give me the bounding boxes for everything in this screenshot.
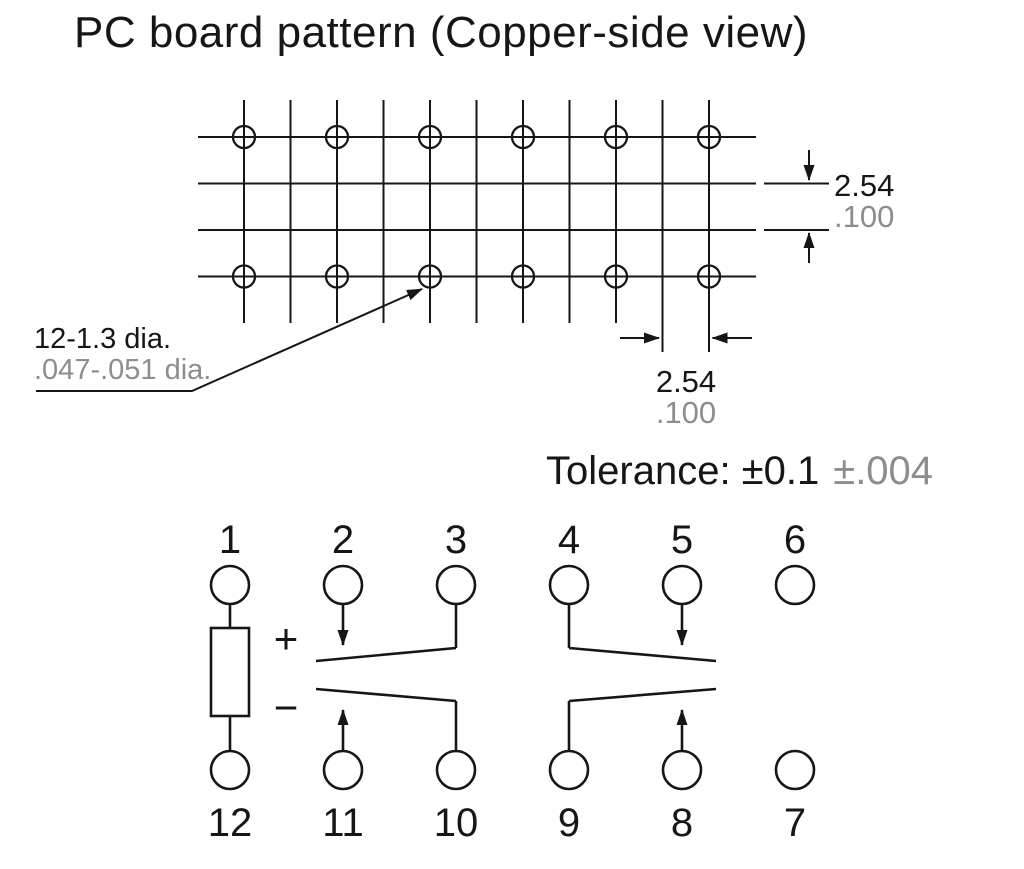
- pin-5: 5: [661, 518, 703, 606]
- pin-2: 2: [322, 518, 364, 606]
- pin-8: 8: [661, 749, 703, 845]
- pin-6-pad: [774, 564, 816, 606]
- pin-2-number: 2: [332, 518, 354, 562]
- col-pitch-mm: 2.54: [656, 364, 716, 399]
- pin-2-pad: [322, 564, 364, 606]
- contact-group-left: [315, 604, 458, 751]
- pin-11-number: 11: [322, 801, 364, 845]
- pin-6: 6: [774, 518, 816, 606]
- pin-6-number: 6: [784, 518, 806, 562]
- pin-7-pad: [774, 749, 816, 791]
- pin-8-number: 8: [671, 801, 693, 845]
- pin-12-pad: [209, 749, 251, 791]
- pin-11-pad: [322, 749, 364, 791]
- pin-4: 4: [548, 518, 590, 606]
- pad-hole: [231, 264, 257, 289]
- pin-8-pad: [661, 749, 703, 791]
- pin-4-pad: [548, 564, 590, 606]
- pin-7: 7: [774, 749, 816, 845]
- col-pitch-dimension: 2.54 .100: [620, 332, 752, 430]
- coil-symbol: [209, 626, 251, 718]
- fixed-contact-bar: [568, 687, 717, 703]
- row-pitch-inch: .100: [834, 199, 894, 234]
- pin-3: 3: [435, 518, 477, 606]
- pin-9-pad: [548, 749, 590, 791]
- fixed-contact-bar: [315, 687, 457, 703]
- pin-3-pad: [435, 564, 477, 606]
- tolerance-inch: ±.004: [833, 449, 933, 493]
- page-title: PC board pattern (Copper-side view): [74, 8, 809, 57]
- pad-hole: [417, 124, 443, 150]
- pad-hole: [324, 264, 350, 289]
- relay-schematic: + − 1: [208, 518, 816, 845]
- pin-9: 9: [548, 749, 590, 845]
- fixed-contact-bar: [568, 646, 717, 663]
- pin-1-number: 1: [219, 518, 241, 562]
- hole-callout-mm: 12-1.3 dia.: [34, 323, 171, 355]
- pin-10: 10: [434, 749, 479, 845]
- pad-hole: [696, 264, 722, 289]
- pin-1-pad: [209, 564, 251, 606]
- contact-group-right: [567, 604, 717, 751]
- grid-horizontal-lines: [198, 136, 756, 278]
- pin-4-number: 4: [558, 518, 580, 562]
- pin-5-number: 5: [671, 518, 693, 562]
- pad-holes: [231, 124, 722, 289]
- fixed-contact-bar: [315, 646, 457, 663]
- coil-plus-label: +: [274, 615, 299, 662]
- pad-hole: [510, 124, 536, 150]
- pin-12: 12: [208, 749, 253, 845]
- hole-callout-inch: .047-.051 dia.: [34, 354, 211, 386]
- pin-5-pad: [661, 564, 703, 606]
- pin-10-number: 10: [434, 801, 479, 845]
- tolerance-note: Tolerance: ±0.1 ±.004: [546, 449, 933, 493]
- pad-hole: [324, 124, 350, 150]
- pad-hole: [231, 124, 257, 150]
- pin-12-number: 12: [208, 801, 253, 845]
- tolerance-mm: Tolerance: ±0.1: [546, 449, 819, 493]
- pin-9-number: 9: [558, 801, 580, 845]
- coil: + −: [209, 604, 299, 751]
- pin-7-number: 7: [784, 801, 806, 845]
- pin-3-number: 3: [445, 518, 467, 562]
- leader-line: [36, 288, 423, 392]
- pad-hole: [417, 264, 443, 289]
- pcb-grid: [198, 100, 756, 352]
- row-pitch-dimension: 2.54 .100: [764, 150, 894, 263]
- coil-minus-label: −: [274, 684, 299, 731]
- pad-hole: [603, 124, 629, 150]
- pad-hole: [603, 264, 629, 289]
- pad-hole: [510, 264, 536, 289]
- row-pitch-mm: 2.54: [834, 168, 894, 203]
- pad-hole: [696, 124, 722, 150]
- hole-diameter-callout: 12-1.3 dia. .047-.051 dia.: [34, 288, 423, 392]
- col-pitch-inch: .100: [656, 395, 716, 430]
- pin-10-pad: [435, 749, 477, 791]
- pin-11: 11: [322, 749, 364, 845]
- pin-1: 1: [209, 518, 251, 606]
